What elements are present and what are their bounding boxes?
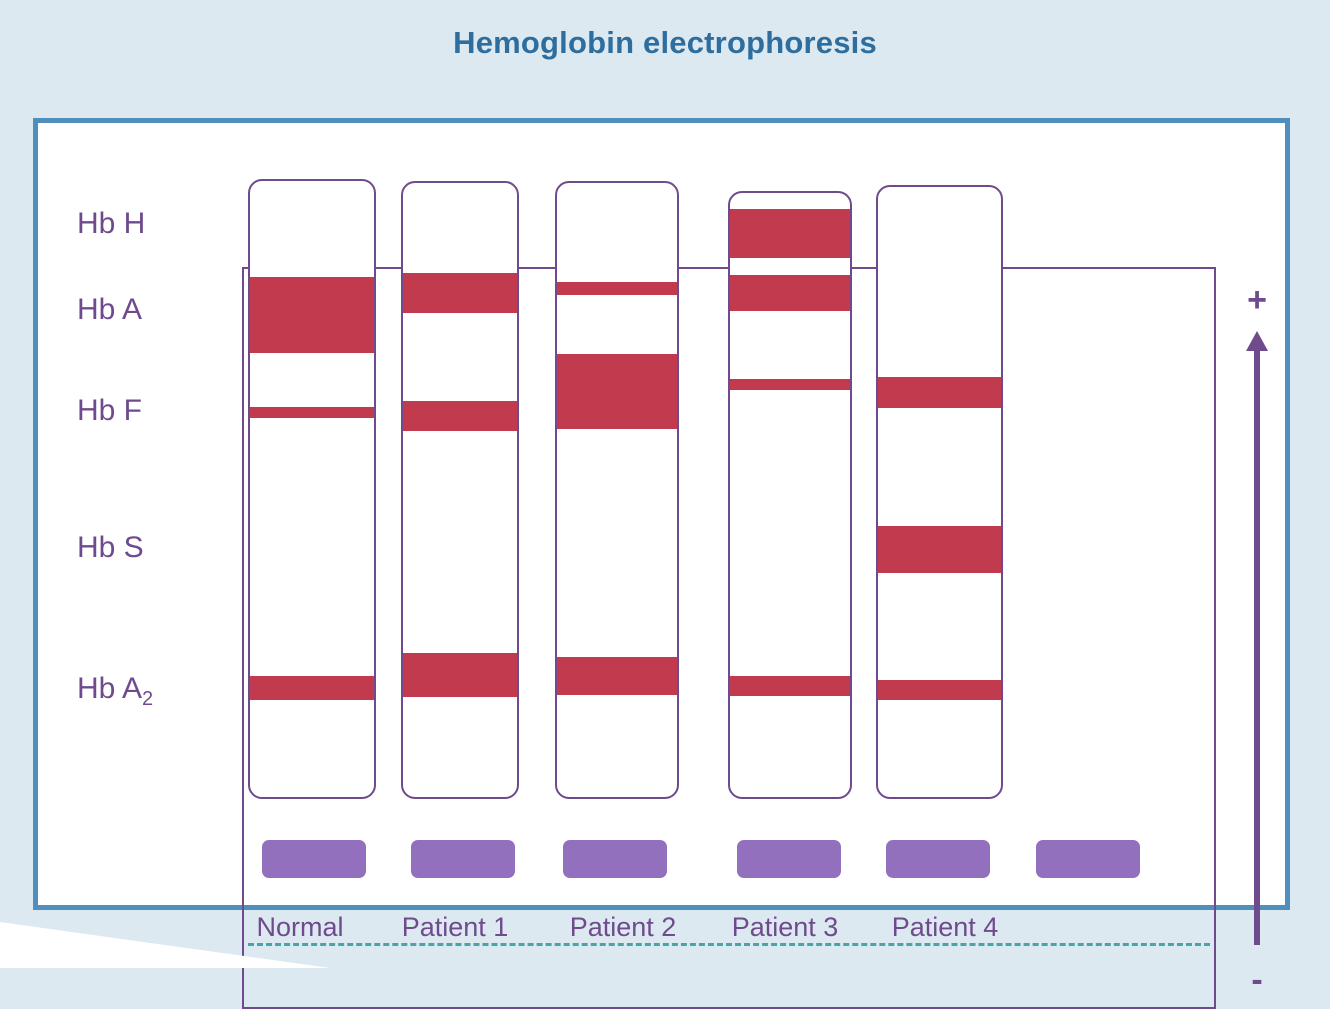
marker-label-hb-s: Hb S — [77, 531, 144, 564]
lane-caption-patient-3: Patient 3 — [731, 912, 839, 942]
band-patient-4-hb-f — [878, 377, 1001, 408]
band-patient-3-hb-h — [730, 209, 850, 258]
lane-patient-1[interactable] — [401, 181, 519, 799]
lane-normal[interactable] — [248, 179, 376, 799]
lane-patient-3[interactable] — [728, 191, 852, 799]
band-patient-1-hb-f — [403, 401, 517, 431]
sample-well-4[interactable] — [737, 840, 841, 878]
band-normal-hb-f — [250, 407, 374, 418]
arrow-shaft-icon — [1254, 345, 1260, 945]
origin-line — [248, 943, 1210, 946]
band-normal-hb-a2 — [250, 676, 374, 700]
sample-well-6[interactable] — [1036, 840, 1140, 878]
band-patient-2-hb-a — [557, 282, 677, 295]
band-patient-1-hb-a2 — [403, 653, 517, 697]
migration-direction-indicator: + - — [1234, 283, 1294, 1003]
sample-well-1[interactable] — [262, 840, 366, 878]
band-patient-2-hb-f — [557, 354, 677, 429]
band-patient-3-hb-a2 — [730, 676, 850, 696]
band-patient-4-hb-s — [878, 526, 1001, 573]
marker-subscript: 2 — [142, 688, 154, 710]
anode-plus-label: + — [1247, 281, 1267, 319]
marker-label-hb-h: Hb H — [77, 207, 146, 240]
arrow-head-icon — [1246, 331, 1268, 351]
marker-label-hb-a: Hb A — [77, 293, 143, 326]
band-patient-1-hb-a — [403, 273, 517, 313]
page-title: Hemoglobin electrophoresis — [453, 25, 877, 60]
sample-well-3[interactable] — [563, 840, 667, 878]
lane-caption-patient-1: Patient 1 — [401, 912, 509, 942]
band-patient-2-hb-a2 — [557, 657, 677, 695]
sample-well-2[interactable] — [411, 840, 515, 878]
lane-caption-normal: Normal — [256, 912, 344, 942]
marker-label-hb-f: Hb F — [77, 394, 143, 427]
band-patient-4-hb-a2 — [878, 680, 1001, 700]
band-normal-hb-a — [250, 277, 374, 353]
electrophoresis-panel: Hb H Hb A Hb F Hb S Hb A2 + - — [33, 118, 1290, 1009]
marker-label-hb-a2: Hb A2 — [77, 672, 154, 710]
lane-patient-4[interactable] — [876, 185, 1003, 799]
cathode-minus-label: - — [1251, 961, 1263, 999]
lane-caption-patient-4: Patient 4 — [891, 912, 999, 942]
band-patient-3-hb-f — [730, 379, 850, 390]
lane-caption-patient-2: Patient 2 — [569, 912, 677, 942]
lane-patient-2[interactable] — [555, 181, 679, 799]
sample-well-5[interactable] — [886, 840, 990, 878]
band-patient-3-hb-a — [730, 275, 850, 311]
